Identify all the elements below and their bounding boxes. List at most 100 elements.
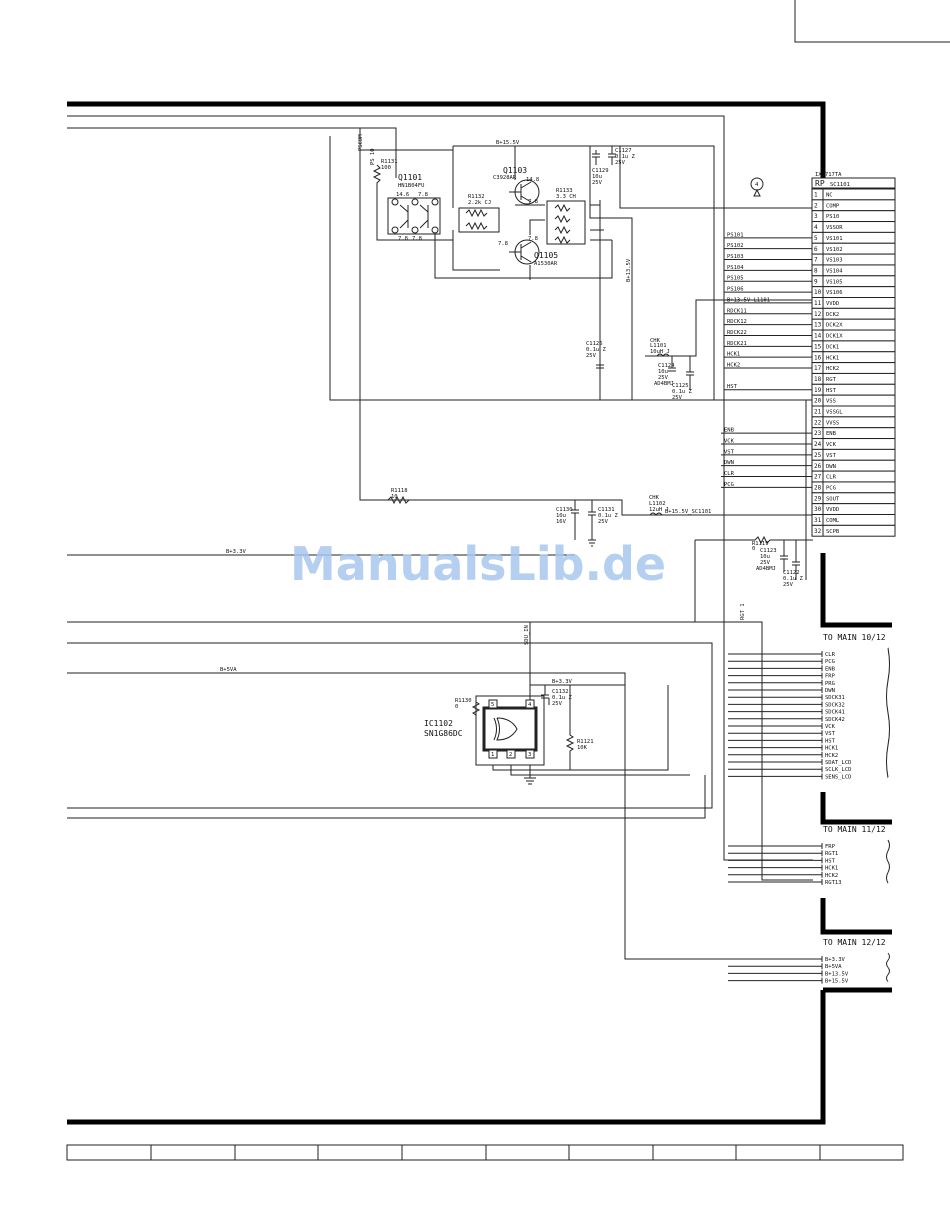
ic-pin-name: VS106 xyxy=(826,290,843,296)
connector-pin: HCK2 xyxy=(825,753,838,759)
ic-pin-number: 23 xyxy=(814,430,822,437)
ic-pin-number: 25 xyxy=(814,452,822,459)
bus-wires xyxy=(67,115,813,960)
q1103-ref: Q1103 xyxy=(503,166,527,175)
c1123-ref: C1123 xyxy=(760,548,777,554)
ic-pin-row xyxy=(811,286,896,298)
ic-pin-name: HCK2 xyxy=(826,366,839,372)
r1131-ref: R1131 xyxy=(381,159,398,165)
c1124-note: AD4BMJ xyxy=(654,381,674,387)
ic-pin-row xyxy=(811,492,896,505)
q1105-voltage-1: 7.8 xyxy=(528,236,538,242)
ic-pin-name: DCK2X xyxy=(826,323,843,329)
watermark: ManualsLib.de xyxy=(290,537,666,591)
connector-pin: CLR xyxy=(825,652,836,658)
ic-pin-row xyxy=(811,242,896,255)
ic-pin-row xyxy=(811,383,896,396)
connector-pin: PCG xyxy=(825,659,835,665)
ic-pin-number: 8 xyxy=(814,267,818,274)
c1131-ref: C1131 xyxy=(598,507,615,513)
ic-pin-row xyxy=(811,503,896,515)
amplifier-section: Q1101 HN1B04FU 14.6 7.8 7.8 7.8 R1131 10… xyxy=(329,134,813,401)
q1101-voltage-1: 14.6 xyxy=(396,192,409,198)
ic-pin-name: ENB xyxy=(826,431,837,437)
ic-pin-row xyxy=(811,470,896,483)
ic-pin-number: 2 xyxy=(814,202,818,209)
ic-pin-row xyxy=(811,514,896,526)
page-frame xyxy=(66,0,950,1161)
c1125-value: 0.1u Z xyxy=(672,389,693,395)
ic-pin-name: VSSOR xyxy=(826,225,843,231)
ic-pin-name: COMP xyxy=(826,203,840,209)
svg-text:5: 5 xyxy=(491,702,494,708)
ref-marker-label: 4 xyxy=(755,182,759,188)
ic-pin-number: 15 xyxy=(814,343,822,350)
c1123-volt: 25V xyxy=(760,560,771,566)
q1105-part: A1530AR xyxy=(534,261,558,267)
net-label: RDCK22 xyxy=(727,330,747,336)
ic-pin-row xyxy=(811,275,896,288)
ic-pin-number: 1 xyxy=(814,192,818,199)
svg-text:3: 3 xyxy=(528,752,531,758)
q1103-voltage-1: 14.8 xyxy=(526,177,539,183)
r1121-ref: R1121 xyxy=(577,739,594,745)
ic-pin-name: SOUT xyxy=(826,496,840,502)
ic-main-net-labels: PS101PS102PS103PS104PS105PS106B+13.5V_L1… xyxy=(721,232,812,488)
ic-pin-name: VSSGL xyxy=(826,410,843,416)
c1131-value: 0.1u Z xyxy=(598,513,619,519)
ic-main-ref-prefix: RP xyxy=(815,179,825,188)
ic-main-ref: SC1101 xyxy=(830,182,850,188)
ic-pin-row xyxy=(811,448,896,461)
ic-main-part: IX3717TA xyxy=(815,172,842,178)
ic-pin-name: VS103 xyxy=(826,258,843,264)
l1102-kind: CHK xyxy=(649,495,660,501)
ic-pin-name: VS101 xyxy=(826,236,843,242)
r1118-ref: R1118 xyxy=(391,488,408,494)
net-label: PS103 xyxy=(727,254,744,260)
c1127-ref: C1127 xyxy=(615,148,632,154)
connector-pin: VST xyxy=(825,731,836,737)
ic-pin-name: CLR xyxy=(826,475,837,481)
connector-pin: B+13.5V xyxy=(825,971,849,977)
ic-pin-name: PCG xyxy=(826,485,836,491)
ic-pin-name: DCK1X xyxy=(826,334,843,340)
connector-pin: SDCK41 xyxy=(825,710,845,716)
connector-pin: HCK1 xyxy=(825,866,838,872)
q1105-ref: Q1105 xyxy=(534,251,558,260)
ic-pin-number: 19 xyxy=(814,387,822,394)
connector-pin: SDCK32 xyxy=(825,702,845,708)
rail-b15sc: B+15.5V_SC1101 xyxy=(665,509,711,515)
ic-pin-name: COML xyxy=(826,518,840,524)
connector-pin: SCLK_LCD xyxy=(825,767,852,773)
l1102-ref: L1102 xyxy=(649,501,666,507)
net-label: ENB xyxy=(724,428,735,434)
net-label: RDCK11 xyxy=(727,308,747,314)
c1122-ref: C1122 xyxy=(783,570,800,576)
ic-pin-row xyxy=(811,307,896,320)
c1126-ref: C1126 xyxy=(586,341,603,347)
connector-title: TO MAIN 10/12 xyxy=(823,633,886,642)
ic-pin-number: 28 xyxy=(814,484,822,491)
connector-pin: RGT1 xyxy=(825,851,838,857)
ic-pin-row xyxy=(811,405,896,418)
ic-pin-name: DCK2 xyxy=(826,312,839,318)
ic-pin-name: VST xyxy=(826,453,837,459)
ic-pin-name: VSS xyxy=(826,399,836,405)
connector-title: TO MAIN 12/12 xyxy=(823,938,886,947)
c1132-value: 0.1u Z xyxy=(552,695,573,701)
ic-pin-name: VVDD xyxy=(826,507,839,513)
r1121-value: 10K xyxy=(577,745,588,751)
ic-pin-name: PS10 xyxy=(826,214,839,220)
rail-sdu: SDU_IN xyxy=(524,625,530,645)
ic-pin-number: 24 xyxy=(814,441,822,448)
ic1102-ref: IC1102 xyxy=(424,719,453,728)
connector-pin: FRP xyxy=(825,674,836,680)
ic-pin-number: 5 xyxy=(814,235,818,242)
net-label: B+13.5V_L1101 xyxy=(727,297,770,303)
c1122-volt: 25V xyxy=(783,582,794,588)
rail-ps10: PS 10 xyxy=(370,148,376,165)
net-label: VST xyxy=(724,449,735,455)
